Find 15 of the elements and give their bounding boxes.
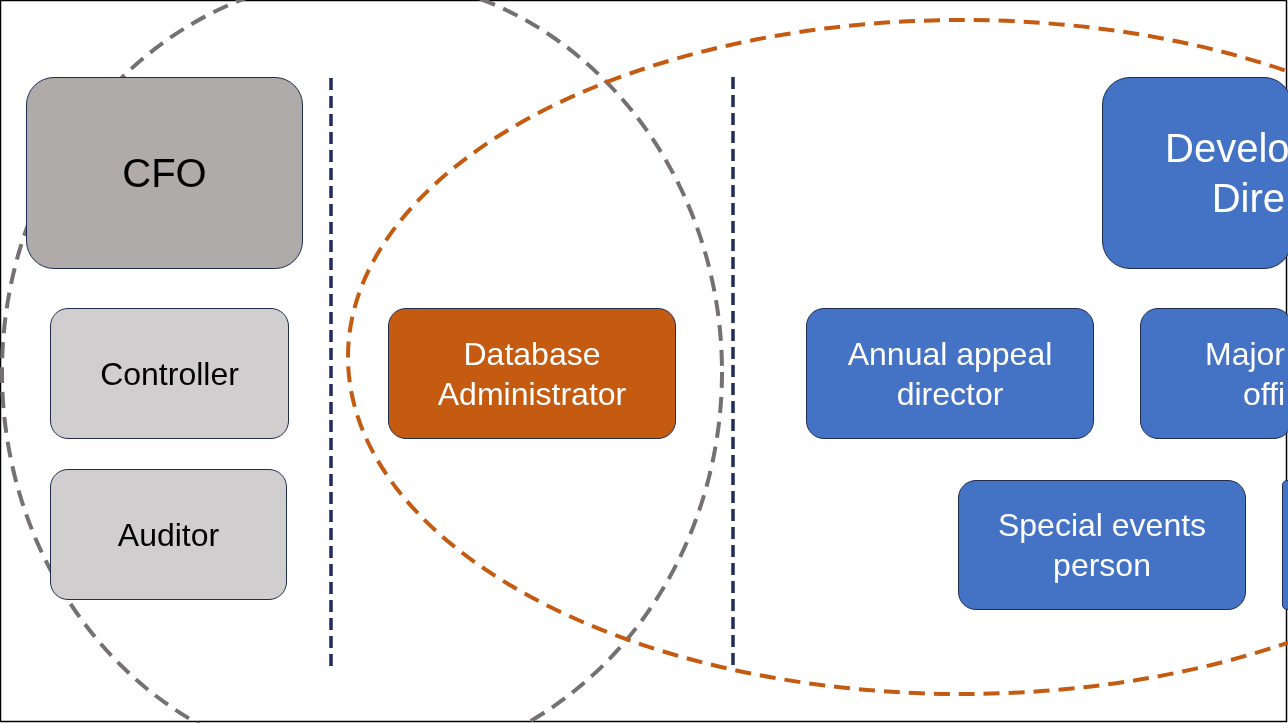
role-box xyxy=(50,308,289,439)
role-title: CFO xyxy=(122,150,207,197)
role-title: Controller xyxy=(100,354,239,394)
role-box xyxy=(388,308,676,439)
role-box xyxy=(50,469,287,600)
role-box xyxy=(806,308,1094,439)
executive-box xyxy=(1102,77,1288,269)
role-title: Special events person xyxy=(996,506,1208,585)
executive-box xyxy=(26,77,303,269)
role-title: Annual appeal director xyxy=(846,334,1054,414)
role-box xyxy=(1140,308,1288,439)
role-title: Major offi xyxy=(1204,334,1285,414)
role-title: Auditor xyxy=(117,515,220,555)
role-title: Database Administrator xyxy=(436,334,628,414)
role-box xyxy=(958,480,1246,610)
